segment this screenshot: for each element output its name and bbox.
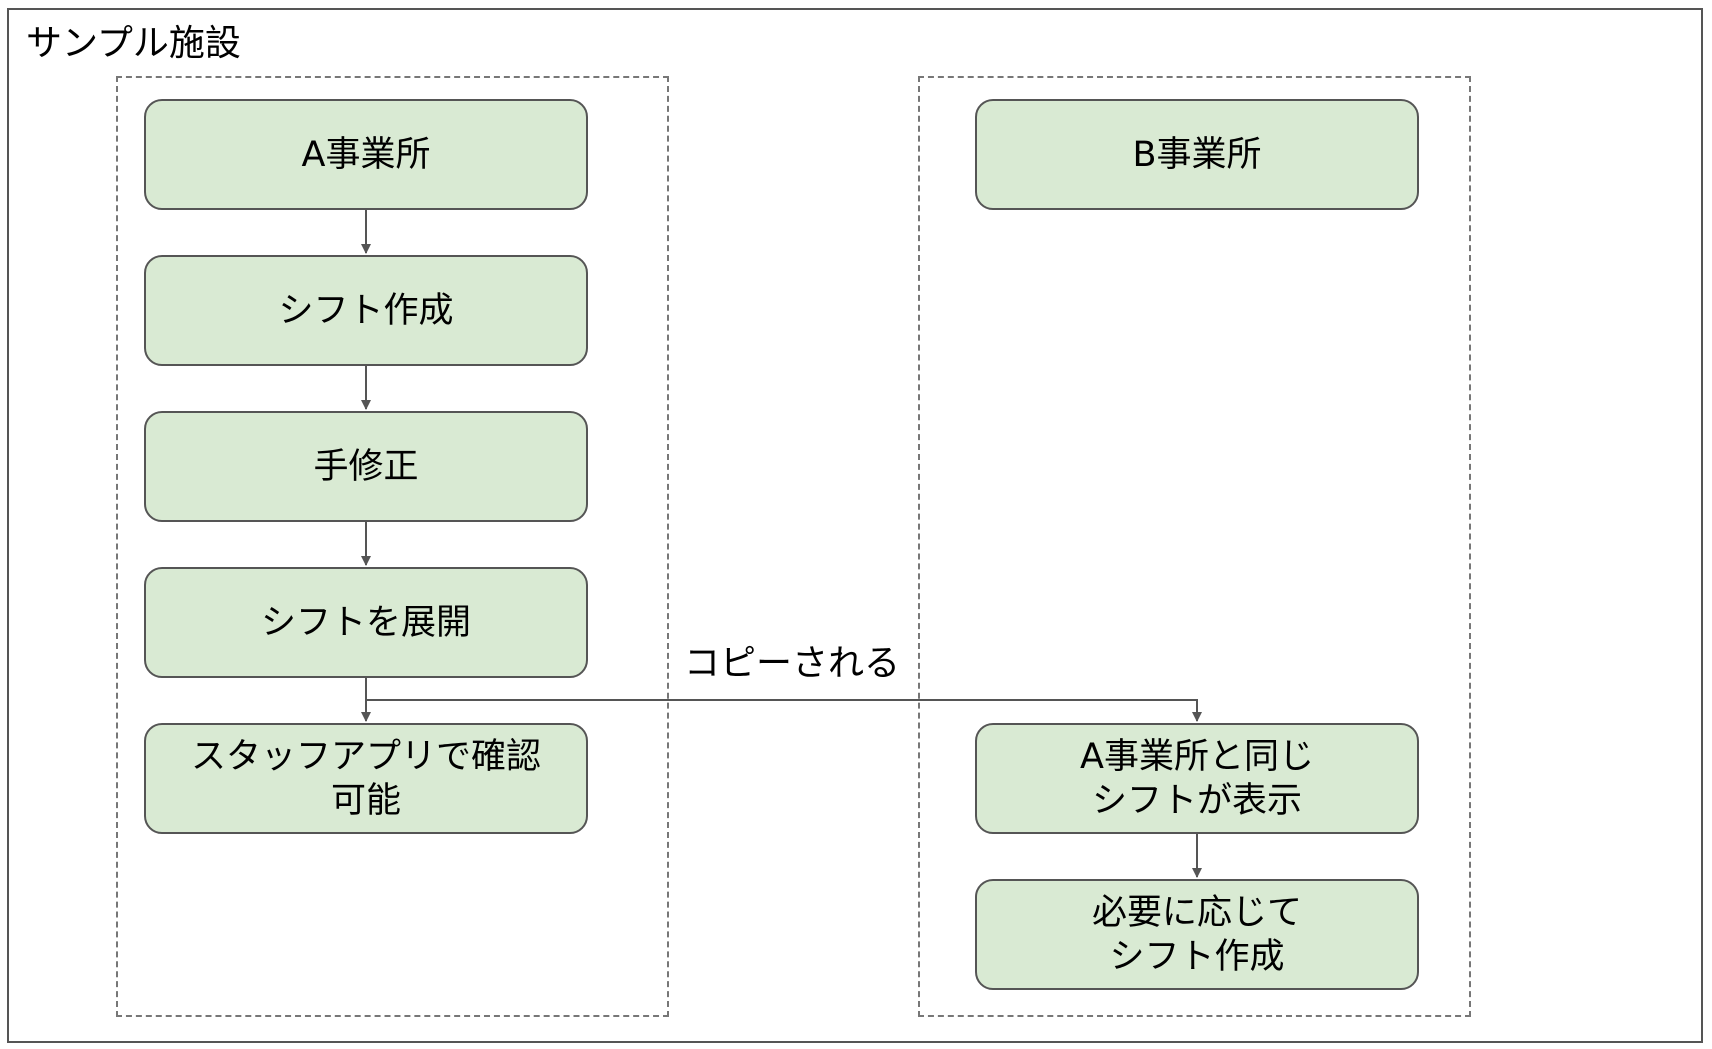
copy-edge-label: コピーされる bbox=[684, 643, 901, 684]
node-shift-create-as-needed: 必要に応じて シフト作成 bbox=[975, 879, 1419, 990]
node-same-shift-shown: A事業所と同じ シフトが表示 bbox=[975, 723, 1419, 834]
office-a-group bbox=[116, 76, 669, 1017]
node-office-a: A事業所 bbox=[144, 99, 588, 210]
node-staff-app-check: スタッフアプリで確認 可能 bbox=[144, 723, 588, 834]
facility-frame bbox=[7, 8, 1703, 1043]
facility-title: サンプル施設 bbox=[26, 23, 241, 64]
node-manual-edit: 手修正 bbox=[144, 411, 588, 522]
node-office-b: B事業所 bbox=[975, 99, 1419, 210]
node-shift-create: シフト作成 bbox=[144, 255, 588, 366]
office-b-group bbox=[918, 76, 1471, 1017]
node-shift-deploy: シフトを展開 bbox=[144, 567, 588, 678]
